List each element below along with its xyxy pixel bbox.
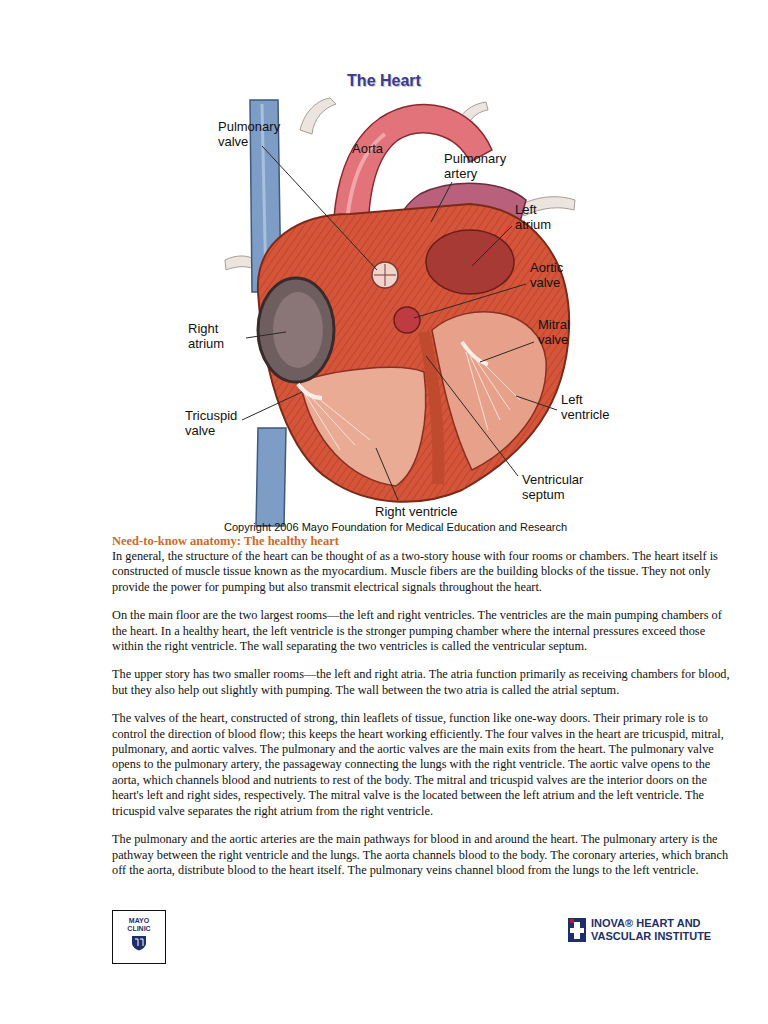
inova-logo-mark	[568, 918, 586, 942]
part-label: Pulmonary artery	[444, 151, 516, 181]
heart-valves	[298, 262, 488, 398]
logo-text: MAYO CLINIC	[119, 917, 159, 933]
shield-shape	[132, 936, 146, 951]
heart-body	[258, 204, 569, 502]
part-label: Right ventricle	[375, 504, 475, 519]
part-label: Ventricular septum	[522, 472, 596, 502]
body-paragraph: The upper story has two smaller rooms—th…	[112, 667, 737, 698]
part-label: Right atrium	[188, 321, 234, 351]
page-title: The Heart	[0, 72, 768, 90]
body-paragraph: The valves of the heart, constructed of …	[112, 711, 737, 819]
part-label: Pulmonary valve	[218, 119, 290, 149]
part-label: Left atrium	[515, 202, 561, 232]
body-text: Need-to-know anatomy: The healthy heartI…	[112, 534, 737, 891]
body-paragraph: The pulmonary and the aortic arteries ar…	[112, 832, 737, 878]
leader-lines	[242, 146, 557, 500]
part-label: Aortic valve	[530, 260, 576, 290]
copyright-note: Copyright 2006 Mayo Foundation for Medic…	[224, 521, 567, 534]
logo-box: MAYO CLINIC	[112, 910, 166, 964]
part-label: Tricuspid valve	[185, 408, 249, 438]
logo-text: INOVA® HEART AND VASCULAR INSTITUTE	[591, 917, 733, 943]
part-label: Mitral valve	[538, 317, 582, 347]
chordae-tendineae	[305, 352, 520, 450]
part-label: Aorta	[352, 141, 402, 156]
body-paragraph: On the main floor are the two largest ro…	[112, 608, 737, 654]
section-heading: Need-to-know anatomy: The healthy heart	[112, 534, 737, 549]
part-label: Left ventricle	[561, 392, 621, 422]
body-paragraph: In general, the structure of the heart c…	[112, 549, 737, 595]
shield-icon	[130, 935, 148, 951]
shield-emblem	[135, 939, 143, 946]
